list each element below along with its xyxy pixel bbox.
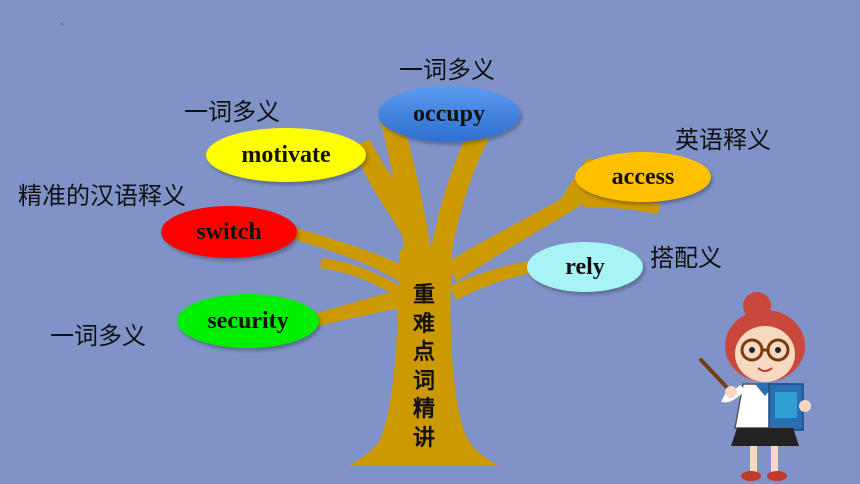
node-switch: switch: [161, 206, 297, 258]
trunk-char: 难: [412, 311, 435, 337]
node-motivate: motivate: [206, 128, 366, 182]
node-access: access: [575, 152, 711, 202]
label-switch: 精准的汉语释义: [18, 182, 186, 210]
node-rely-word: rely: [565, 253, 605, 280]
label-access: 英语释义: [675, 126, 771, 154]
trunk-char: 点: [412, 340, 435, 365]
node-security-word: security: [207, 307, 289, 334]
label-motivate: 一词多义: [184, 98, 280, 126]
node-occupy-word: occupy: [413, 100, 485, 127]
node-occupy: occupy: [378, 86, 520, 142]
trunk-char: 精: [412, 397, 435, 422]
node-motivate-word: motivate: [241, 141, 331, 168]
node-switch-word: switch: [196, 218, 262, 245]
node-rely: rely: [527, 242, 643, 292]
label-occupy: 一词多义: [399, 56, 495, 84]
trunk-char: 重: [412, 283, 435, 308]
label-rely: 搭配义: [650, 244, 722, 272]
node-security: security: [177, 294, 319, 348]
label-security: 一词多义: [50, 322, 146, 350]
trunk-char: 词: [412, 368, 435, 394]
teacher-illustration: [699, 292, 811, 481]
node-access-word: access: [611, 163, 675, 190]
trunk-title: 重 难 点 词 精 讲: [410, 282, 438, 453]
trunk-char: 讲: [412, 425, 435, 451]
